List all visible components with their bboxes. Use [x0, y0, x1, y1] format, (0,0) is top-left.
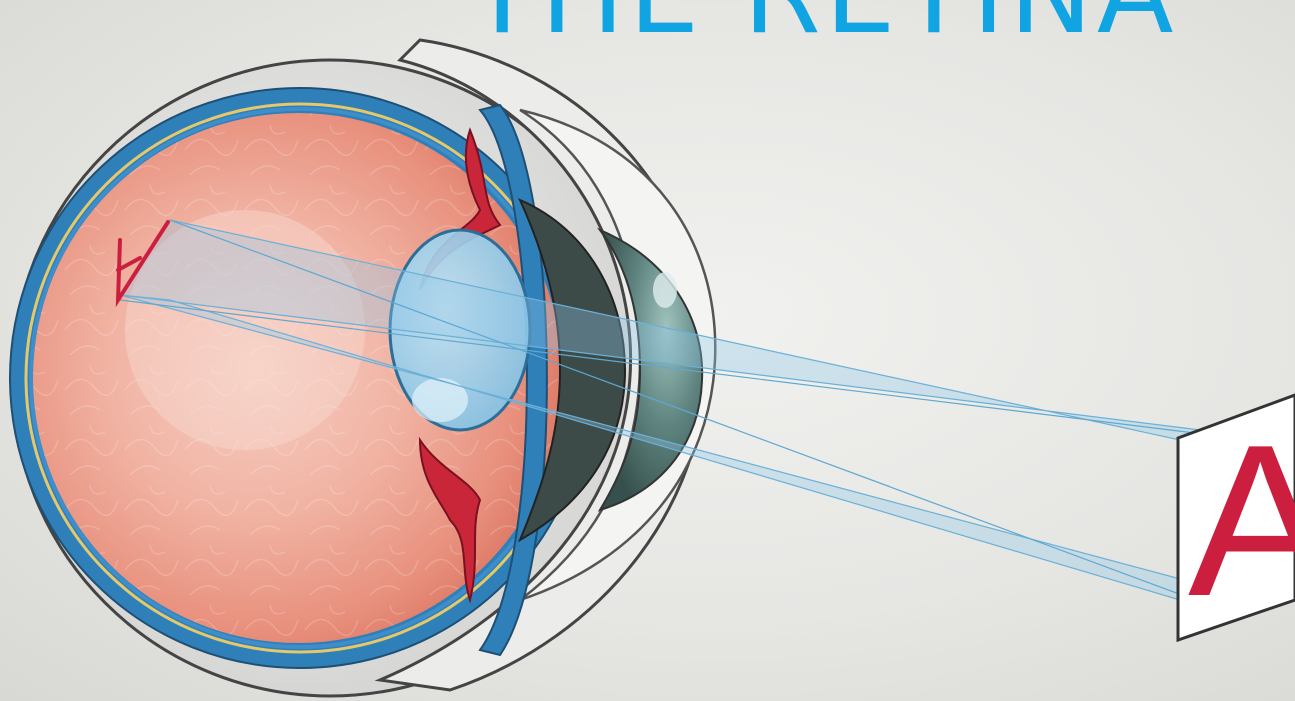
- iris-highlight: [653, 272, 677, 308]
- target-letter: A: [1188, 399, 1295, 641]
- target-card: A: [1178, 395, 1295, 641]
- lens-reflection: [412, 378, 468, 422]
